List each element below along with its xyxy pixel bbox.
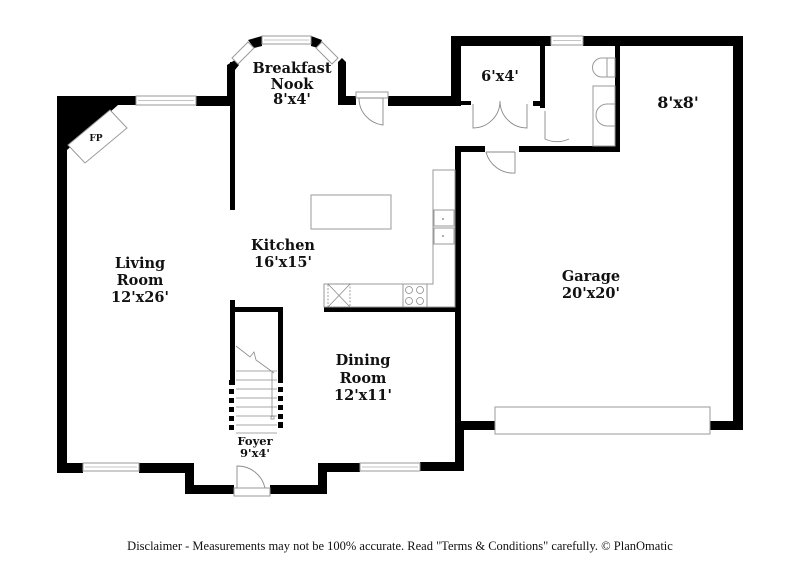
dining-bottom-left [318, 463, 360, 472]
fireplace-label: FP [89, 134, 102, 144]
foyer-bottom-right [270, 485, 327, 494]
disclaimer-text: Disclaimer - Measurements may not be 100… [127, 539, 673, 553]
storage-size: 8'x8' [657, 93, 699, 112]
nook-east-wall [338, 62, 346, 105]
kitchen-island [310, 194, 392, 230]
dining-east-wall [455, 421, 464, 471]
nook-nw-corner [248, 36, 262, 48]
dining-room-label-line1: Dining [336, 352, 391, 369]
nook-exterior-door[interactable] [355, 91, 389, 99]
closet-double-door[interactable] [472, 100, 528, 129]
doors [233, 91, 570, 497]
living-room-top-wall [196, 96, 230, 106]
bath-storage-top-wall [583, 36, 743, 46]
living-kitchen-partition [230, 62, 235, 210]
garage-label: Garage [562, 268, 620, 285]
breakfast-nook-label-line2: Nook [271, 76, 315, 93]
closet-top-wall [451, 36, 551, 46]
kitchen-top-wall [388, 96, 454, 106]
nook-east-corner [338, 58, 346, 62]
kitchen-size: 16'x15' [254, 254, 312, 271]
stair-top-wall [230, 307, 283, 312]
nook-right-window [315, 41, 339, 65]
sink-right [433, 227, 455, 245]
closet-stub-left [461, 101, 471, 105]
living-room-west-wall [57, 96, 67, 473]
garage-top-wall-right [519, 146, 620, 152]
garage-door[interactable] [494, 406, 711, 435]
foyer-east-jog [318, 463, 327, 494]
dining-room-size: 12'x11' [334, 387, 392, 404]
stair-balusters [229, 378, 283, 430]
breakfast-nook-size: 8'x4' [273, 91, 311, 108]
garage-west-wall [455, 146, 461, 430]
windows [82, 35, 711, 472]
stove [402, 283, 428, 308]
toilet [592, 57, 612, 78]
closet-bath-partition [540, 46, 545, 108]
bath-door[interactable] [544, 111, 570, 143]
foyer-west-jog [185, 463, 194, 494]
dishwasher [327, 283, 351, 308]
sink-left [433, 209, 455, 227]
closet-west-wall [451, 36, 461, 106]
foyer-bottom-left [185, 485, 234, 494]
garage-top-wall-left [455, 146, 485, 152]
living-bottom-wall-left [57, 463, 83, 473]
stair-west-wall [230, 300, 235, 385]
dining-room-label-line2: Room [340, 370, 387, 387]
garage-size: 20'x20' [562, 285, 620, 302]
nook-east-return [338, 96, 356, 105]
nook-door-swing [358, 97, 384, 126]
breakfast-nook-label-line1: Breakfast [252, 60, 331, 77]
living-bottom-wall-right [139, 463, 194, 473]
foyer-size: 9'x4' [240, 446, 270, 460]
staircase[interactable] [235, 345, 277, 434]
foyer-label: Foyer [237, 434, 273, 448]
fireplace [67, 109, 128, 164]
garage-bottom-right [710, 421, 743, 430]
living-room-label-line1: Living [115, 255, 165, 272]
dining-bottom-right [420, 462, 464, 471]
stair-break-line [235, 345, 275, 374]
garage-entry-door[interactable] [485, 151, 516, 174]
living-room-size: 12'x26' [111, 289, 169, 306]
front-door[interactable] [233, 487, 271, 497]
garage-east-wall [733, 36, 743, 430]
fixtures: FP [67, 57, 616, 434]
living-room-label-line2: Room [117, 272, 164, 289]
stair-east-wall [278, 307, 283, 379]
closet-stub-right [533, 101, 545, 106]
room-labels: Breakfast Nook 8'x4' 6'x4' 8'x8' Living … [111, 60, 699, 460]
walls [57, 36, 743, 494]
kitchen-label: Kitchen [251, 237, 315, 254]
nook-left-window [231, 41, 255, 65]
front-door-swing [236, 465, 266, 489]
closet-size: 6'x4' [481, 68, 519, 85]
bath-storage-partition [615, 46, 620, 151]
nook-west-wall [227, 65, 235, 105]
kitchen-dining-wall [324, 307, 461, 312]
garage-bottom-left [455, 421, 495, 430]
bathroom-sink [595, 103, 616, 127]
